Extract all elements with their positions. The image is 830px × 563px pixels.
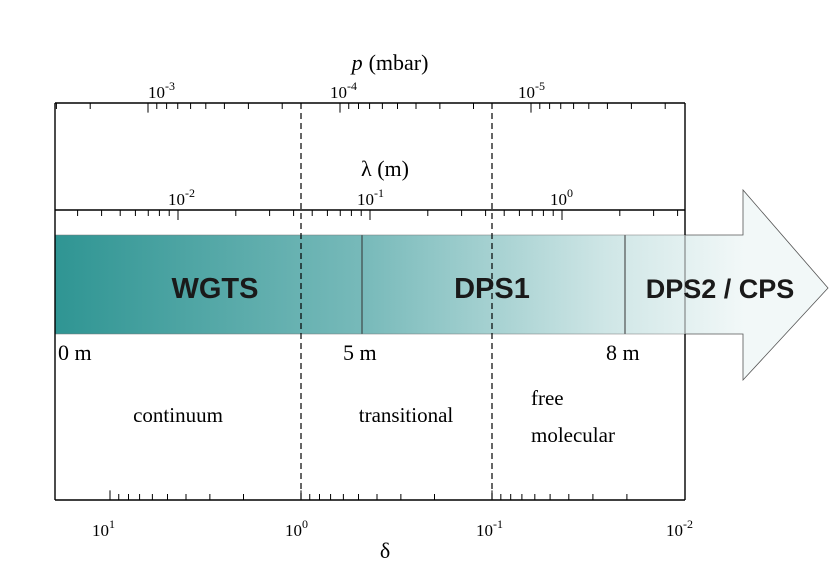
axes-frame bbox=[54, 102, 686, 501]
arrow-head bbox=[684, 188, 829, 382]
delta-tick-label: 10-2 bbox=[666, 517, 693, 540]
regime-boundaries bbox=[300, 103, 493, 500]
band-fill bbox=[55, 235, 685, 334]
delta-axis-label: δ bbox=[380, 538, 390, 563]
regime-label-continuum: continuum bbox=[133, 403, 223, 427]
position-label-mid: 5 m bbox=[343, 340, 377, 365]
delta-tick-label: 10-1 bbox=[476, 517, 503, 540]
lambda-axis-label: λ (m) bbox=[361, 156, 409, 181]
section-label-wgts: WGTS bbox=[172, 273, 259, 305]
delta-tick-label: 101 bbox=[92, 517, 115, 540]
section-label-dps1: DPS1 bbox=[454, 273, 530, 305]
beamline-band bbox=[55, 188, 829, 382]
pressure-tick-label: 10-4 bbox=[330, 79, 357, 102]
section-label-dps2-cps: DPS2 / CPS bbox=[646, 274, 795, 304]
delta-tick-label: 100 bbox=[285, 517, 308, 540]
regime-label-free: free bbox=[531, 386, 564, 410]
regime-label-transitional: transitional bbox=[359, 403, 454, 427]
regime-label-molecular: molecular bbox=[531, 423, 615, 447]
lambda-tick-label: 100 bbox=[550, 186, 573, 209]
lambda-tick-label: 10-1 bbox=[357, 186, 384, 209]
position-label-end: 8 m bbox=[606, 340, 640, 365]
tick-marks bbox=[55, 103, 686, 500]
pressure-tick-label: 10-3 bbox=[148, 79, 175, 102]
pressure-tick-label: 10-5 bbox=[518, 79, 545, 102]
pressure-axis-label: p(mbar) bbox=[350, 50, 429, 75]
lambda-tick-label: 10-2 bbox=[168, 186, 195, 209]
position-label-start: 0 m bbox=[58, 340, 92, 365]
